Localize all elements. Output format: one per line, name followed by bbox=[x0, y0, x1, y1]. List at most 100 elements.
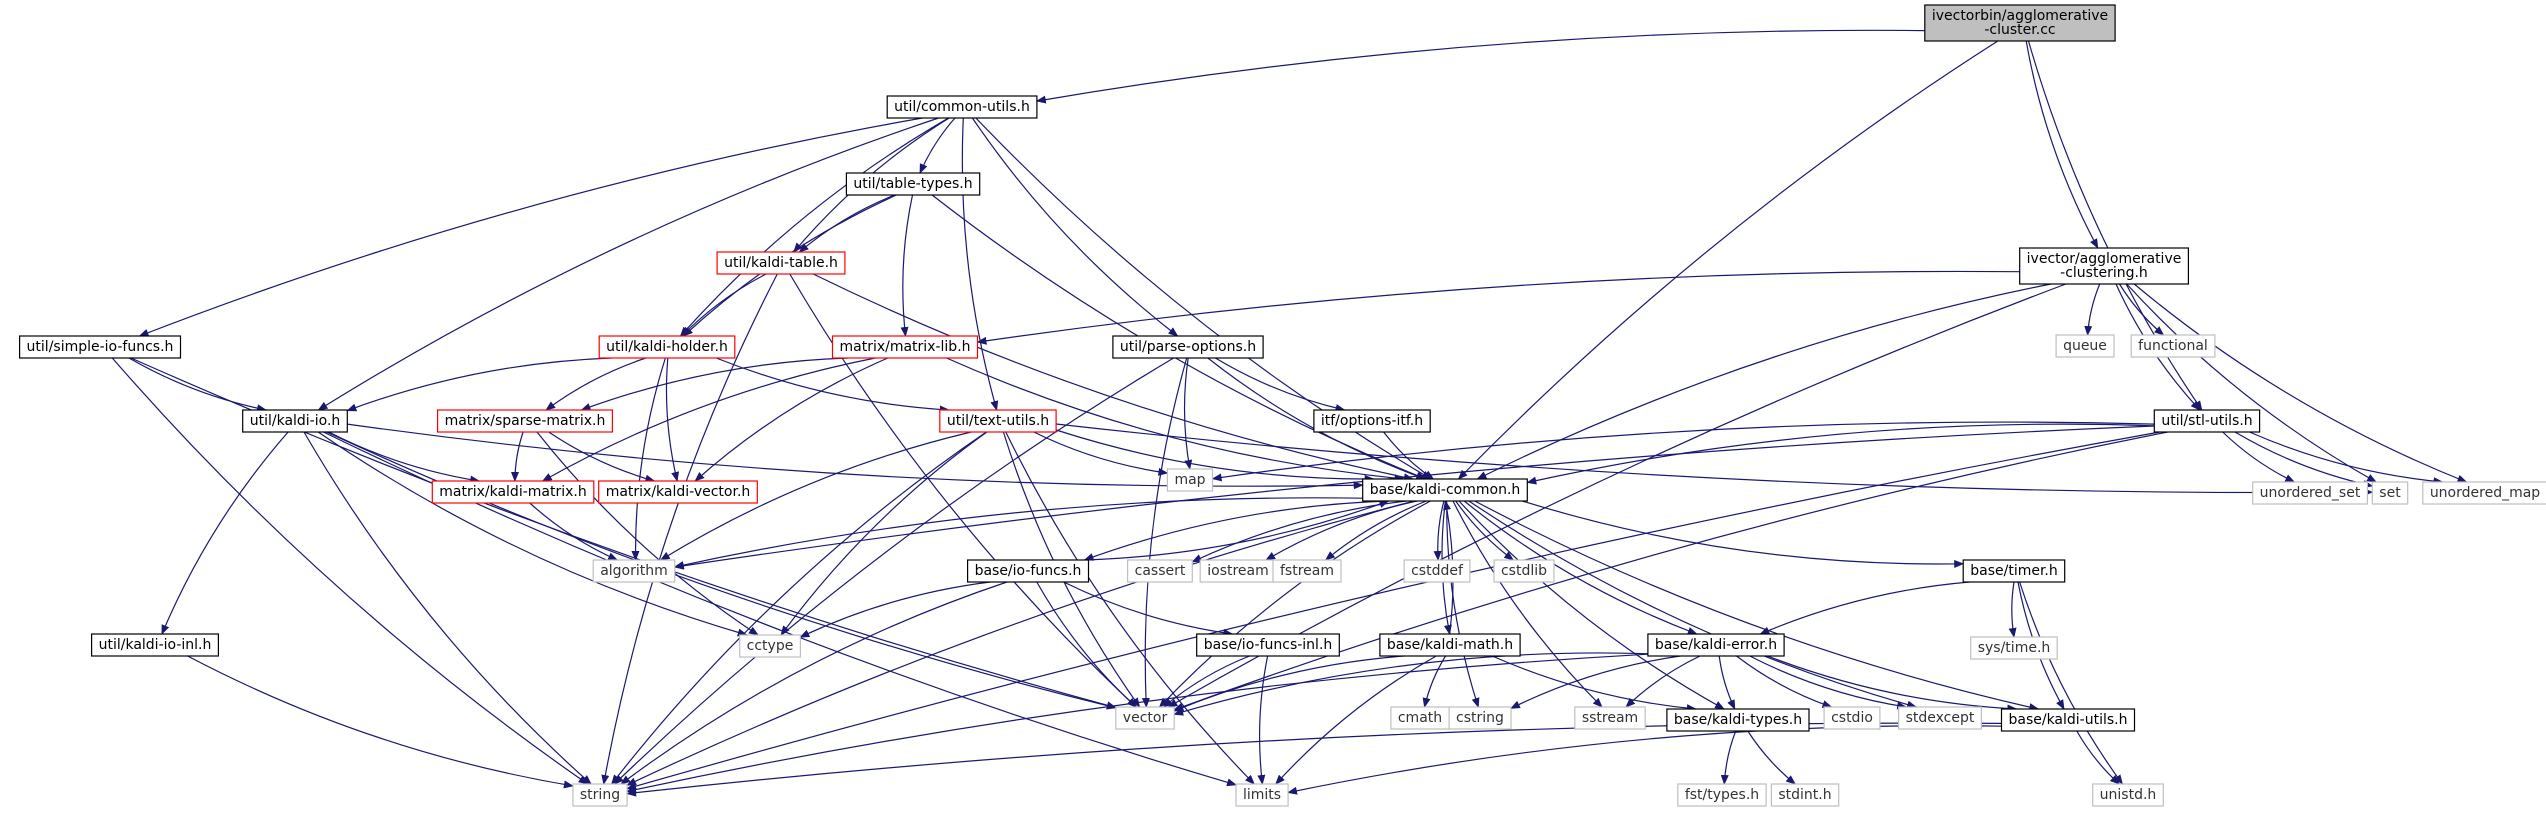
node-label: cstddef bbox=[1411, 563, 1464, 579]
include-edge-root-to-kaldi_common bbox=[1457, 40, 1999, 480]
include-edge-stl_utils-to-vector bbox=[1173, 431, 2168, 711]
graph-node-sparse-matrix[interactable]: matrix/sparse-matrix.h bbox=[437, 409, 614, 433]
node-box bbox=[1235, 783, 1289, 807]
node-label: unordered_set bbox=[2260, 485, 2361, 501]
graph-node-kaldi-matrix[interactable]: matrix/kaldi-matrix.h bbox=[431, 480, 595, 504]
graph-node-stdint: stdint.h bbox=[1770, 783, 1840, 807]
node-label: base/kaldi-common.h bbox=[1370, 482, 1521, 498]
node-label: base/kaldi-math.h bbox=[1387, 637, 1513, 653]
node-label: fst/types.h bbox=[1685, 787, 1759, 803]
include-edge-kaldi_common-to-fstream bbox=[1324, 500, 1427, 561]
include-edge-kaldi_error-to-stdexcept bbox=[1749, 655, 1908, 710]
node-box bbox=[716, 251, 846, 275]
include-edge-table_types-to-kaldi_table bbox=[798, 194, 895, 253]
node-label: matrix/sparse-matrix.h bbox=[445, 413, 606, 429]
graph-node-kaldi-holder[interactable]: util/kaldi-holder.h bbox=[598, 335, 736, 359]
node-box bbox=[2019, 247, 2189, 285]
include-edge-kaldi_io-to-kaldi_matrix bbox=[328, 431, 481, 484]
graph-node-kaldi-types[interactable]: base/kaldi-types.h bbox=[1666, 708, 1810, 732]
graph-node-timer[interactable]: base/timer.h bbox=[1962, 559, 2066, 583]
graph-node-matrix-lib[interactable]: matrix/matrix-lib.h bbox=[831, 335, 979, 359]
node-label: fstream bbox=[1280, 563, 1334, 579]
graph-node-kaldi-utils[interactable]: base/kaldi-utils.h bbox=[2000, 708, 2136, 732]
include-edge-io_funcs-to-vector bbox=[1036, 581, 1137, 708]
include-edge-kaldi_io-to-cctype bbox=[317, 431, 748, 637]
node-label: unordered_map bbox=[2430, 485, 2540, 501]
node-label: sstream bbox=[1582, 710, 1638, 726]
graph-node-table-types[interactable]: util/table-types.h bbox=[845, 172, 981, 196]
include-edge-kaldi_common-to-algorithm bbox=[673, 497, 1363, 569]
graph-node-algorithm: algorithm bbox=[592, 559, 676, 583]
include-edge-kaldi_common-to-cstddef bbox=[1433, 500, 1445, 561]
graph-node-cmath: cmath bbox=[1390, 706, 1450, 730]
include-edge-timer-to-unistd bbox=[2019, 581, 2123, 785]
graph-node-cstring: cstring bbox=[1448, 706, 1512, 730]
graph-node-parse-options[interactable]: util/parse-options.h bbox=[1112, 335, 1264, 359]
graph-node-kaldi-vector[interactable]: matrix/kaldi-vector.h bbox=[598, 480, 758, 504]
graph-node-limits: limits bbox=[1235, 783, 1289, 807]
node-label: cstdlib bbox=[1501, 563, 1547, 579]
graph-node-text-utils[interactable]: util/text-utils.h bbox=[939, 409, 1057, 433]
graph-node-common-utils[interactable]: util/common-utils.h bbox=[886, 95, 1038, 119]
graph-node-unordered-map: unordered_map bbox=[2422, 481, 2546, 505]
include-edge-matrix_lib-to-kaldi_matrix bbox=[541, 357, 876, 482]
node-label: matrix/matrix-lib.h bbox=[839, 339, 970, 355]
node-box bbox=[1115, 706, 1175, 730]
graph-node-kaldi-io-inl[interactable]: util/kaldi-io-inl.h bbox=[90, 633, 220, 657]
node-box bbox=[1666, 708, 1810, 732]
graph-node-cstdio: cstdio bbox=[1823, 706, 1881, 730]
include-edge-sparse_matrix-to-kaldi_vector bbox=[548, 431, 656, 483]
include-edge-kaldi_types-to-stdint bbox=[1747, 730, 1796, 785]
node-label: base/kaldi-error.h bbox=[1655, 637, 1777, 653]
graph-node-io-funcs[interactable]: base/io-funcs.h bbox=[966, 559, 1090, 583]
include-edge-kaldi_common-to-kaldi_utils bbox=[1474, 500, 2040, 711]
node-box bbox=[19, 335, 182, 359]
include-edge-root-to-agg_h bbox=[2025, 40, 2099, 249]
node-label: sys/time.h bbox=[1978, 640, 2051, 656]
include-edge-stl_utils-to-map bbox=[1211, 421, 2155, 482]
graph-node-map: map bbox=[1166, 468, 1214, 492]
node-label: ivectorbin/agglomerative bbox=[1932, 8, 2108, 24]
include-edge-parse_options-to-kaldi_common bbox=[1207, 357, 1427, 480]
graph-node-agg-h[interactable]: ivector/agglomerative-clustering.h bbox=[2019, 247, 2189, 285]
node-label: itf/options-itf.h bbox=[1321, 413, 1423, 429]
graph-node-options-itf[interactable]: itf/options-itf.h bbox=[1313, 409, 1431, 433]
node-label: util/common-utils.h bbox=[894, 99, 1030, 115]
graph-node-set: set bbox=[2371, 481, 2409, 505]
graph-node-kaldi-math[interactable]: base/kaldi-math.h bbox=[1379, 633, 1521, 657]
graph-node-stl-utils[interactable]: util/stl-utils.h bbox=[2153, 409, 2261, 433]
node-label: base/kaldi-utils.h bbox=[2008, 712, 2127, 728]
include-edge-stl_utils-to-string bbox=[626, 431, 2160, 791]
graph-node-kaldi-io[interactable]: util/kaldi-io.h bbox=[242, 409, 348, 433]
graph-node-simple-io[interactable]: util/simple-io-funcs.h bbox=[19, 335, 182, 359]
graph-node-kaldi-error[interactable]: base/kaldi-error.h bbox=[1647, 633, 1785, 657]
include-edge-kaldi_utils-to-limits bbox=[1287, 725, 2002, 795]
include-edge-kaldi_common-to-io_funcs bbox=[1083, 500, 1389, 561]
include-edge-kaldi_error-to-sstream bbox=[1625, 655, 1701, 708]
node-box bbox=[1647, 633, 1785, 657]
include-edge-text_utils-to-algorithm bbox=[659, 431, 972, 561]
node-box bbox=[1970, 636, 2058, 660]
edge-layer bbox=[111, 29, 2468, 797]
node-label: functional bbox=[2138, 338, 2208, 354]
graph-node-kaldi-table[interactable]: util/kaldi-table.h bbox=[716, 251, 846, 275]
include-edge-agg_h-to-kaldi_common bbox=[1476, 283, 2052, 480]
include-edge-kaldi_error-to-vector bbox=[1173, 652, 1648, 716]
include-edge-kaldi_common-to-sstream bbox=[1452, 500, 1603, 708]
node-box bbox=[1448, 706, 1512, 730]
node-box bbox=[2371, 481, 2409, 505]
include-edge-kaldi_io_inl-to-string bbox=[187, 655, 574, 789]
include-edge-agg_h-to-queue bbox=[2084, 283, 2101, 336]
include-edge-matrix_lib-to-sparse_matrix bbox=[580, 357, 849, 411]
include-edge-kaldi_common-to-timer bbox=[1522, 500, 1965, 568]
graph-node-root[interactable]: ivectorbin/agglomerative-cluster.cc bbox=[1924, 4, 2116, 42]
include-edge-matrix_lib-to-kaldi_vector bbox=[694, 357, 889, 482]
node-box bbox=[2130, 334, 2216, 358]
graph-node-io-funcs-inl[interactable]: base/io-funcs-inl.h bbox=[1196, 633, 1340, 657]
node-box bbox=[1677, 783, 1767, 807]
node-box bbox=[1962, 559, 2066, 583]
node-label: cstring bbox=[1456, 710, 1504, 726]
graph-node-kaldi-common[interactable]: base/kaldi-common.h bbox=[1362, 478, 1528, 502]
include-edge-timer-to-kaldi_error bbox=[1759, 581, 1970, 635]
node-layer: ivectorbin/agglomerative-cluster.cc util/… bbox=[19, 4, 2546, 807]
